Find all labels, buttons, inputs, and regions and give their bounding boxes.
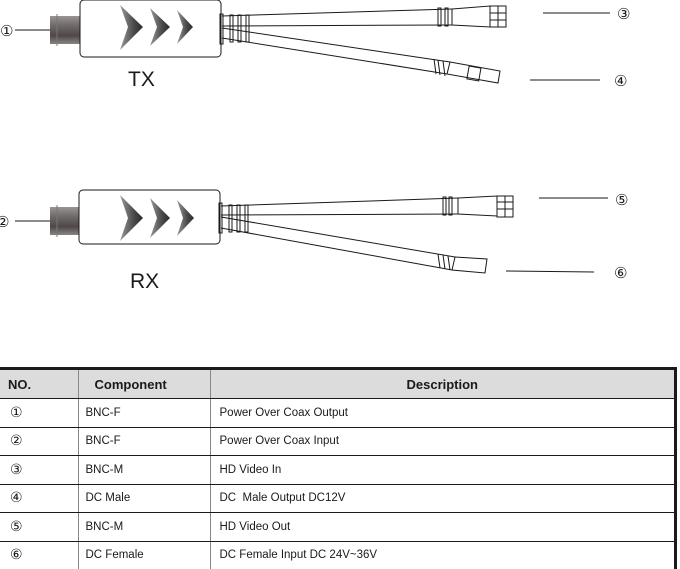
row-description: DC Female Input DC 24V~36V [209,541,676,569]
row-component: BNC-M [77,455,210,485]
callout-5: ⑤ [615,191,628,209]
row-no: ③ [0,455,78,485]
tx-dc-cable [221,27,501,84]
row-description: HD Video In [209,455,676,485]
row-component: BNC-F [77,398,210,428]
table-row: ② BNC-F Power Over Coax Input [0,427,676,456]
table-row: ④ DC Male DC Male Output DC12V [0,484,676,513]
component-table: NO. Component Description ① BNC-F Power … [0,367,677,569]
header-no: NO. [0,368,78,399]
chevron-icon [120,5,143,50]
row-description: Power Over Coax Output [209,398,676,428]
chevron-icon [150,198,170,238]
table-row: ① BNC-F Power Over Coax Output [0,398,676,428]
row-component: BNC-F [77,427,210,456]
tx-housing [79,0,222,58]
bnc-female-connector-icon [50,207,80,235]
rx-unit: ② RX [0,189,628,293]
chevron-icon [120,195,143,241]
chevron-icon [150,8,170,46]
tx-video-cable [221,5,507,28]
row-component: DC Male [77,484,210,513]
table-header-row: NO. Component Description [0,368,676,399]
row-component: DC Female [77,541,210,569]
callout-2: ② [0,213,9,231]
row-no: ⑥ [10,547,23,564]
connection-diagram: ① TX [0,0,630,293]
row-no: ⑤ [0,512,78,542]
tx-label: TX [128,68,155,91]
rx-video-cable [220,195,514,218]
table-row: ③ BNC-M HD Video In [0,455,676,485]
table-row: ⑥ DC Female DC Female Input DC 24V~36V [0,541,676,569]
row-no: ④ [0,484,78,513]
row-component: BNC-M [77,512,210,542]
row-no: ① [0,398,78,428]
bnc-female-connector-icon [50,16,80,44]
header-component: Component [77,368,210,399]
tx-unit: ① TX [0,0,630,91]
row-no: ② [0,427,78,456]
callout-6: ⑥ [614,264,627,282]
callout-4: ④ [614,72,627,90]
table-row: ⑤ BNC-M HD Video Out [0,512,676,542]
chevron-icon [177,200,194,236]
callout-3: ③ [617,5,630,23]
rx-housing [78,189,221,245]
chevron-icon [177,10,193,44]
header-description: Description [209,368,676,399]
row-description: HD Video Out [209,512,676,542]
leader-line-6 [505,270,595,273]
row-description: DC Male Output DC12V [209,484,676,513]
rx-dc-cable [220,216,488,274]
row-description: Power Over Coax Input [209,427,676,456]
rx-label: RX [130,270,159,293]
callout-1: ① [0,22,13,40]
